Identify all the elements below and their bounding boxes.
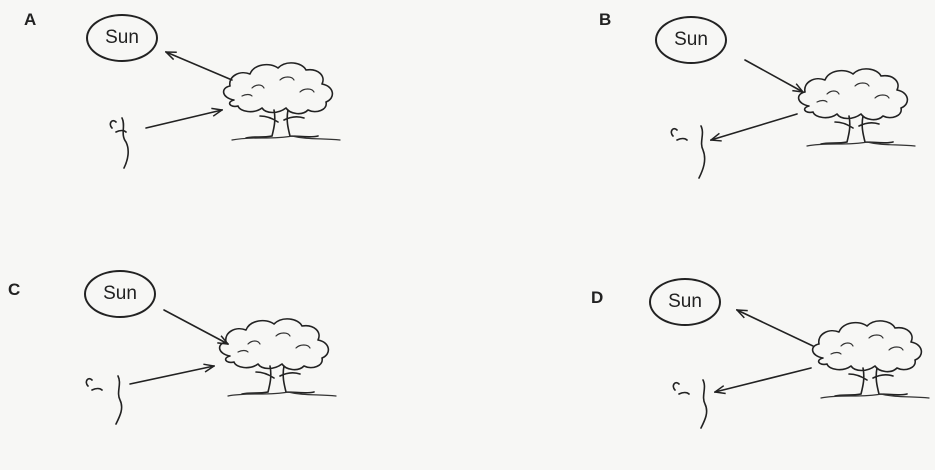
panel-a-drawing xyxy=(109,51,341,169)
panel-letter: A xyxy=(24,10,37,29)
panel-letter: D xyxy=(591,288,604,307)
tree-icon xyxy=(797,68,916,147)
sun-label: Sun xyxy=(103,283,137,304)
eye-icon xyxy=(670,125,706,179)
panel-letter: B xyxy=(599,10,612,29)
arrow-sun-to-tree xyxy=(163,309,228,344)
sun-label: Sun xyxy=(105,27,139,48)
sun-circle: Sun xyxy=(655,16,727,64)
panel-b: B Sun xyxy=(585,0,935,210)
panel-d: D Sun xyxy=(585,260,935,470)
panel-d-drawing xyxy=(672,260,930,429)
eye-icon xyxy=(672,379,708,429)
sun-circle: Sun xyxy=(86,14,158,62)
tree-icon xyxy=(222,62,341,141)
panel-b-drawing xyxy=(670,59,916,179)
arrow-tree-to-eye xyxy=(715,367,812,392)
sun-label: Sun xyxy=(668,291,702,312)
sun-label: Sun xyxy=(674,29,708,50)
panel-a: A Sun xyxy=(0,0,460,210)
panel-c-drawing xyxy=(85,309,337,425)
panel-c: C Sun xyxy=(0,260,460,470)
eye-icon xyxy=(85,375,123,425)
arrow-sun-to-tree xyxy=(744,59,803,92)
sun-circle: Sun xyxy=(649,278,721,326)
arrow-eye-to-tree xyxy=(145,110,222,129)
arrow-tree-to-eye xyxy=(711,113,798,140)
sun-circle: Sun xyxy=(84,270,156,318)
arrow-tree-to-sun xyxy=(737,310,814,347)
arrow-eye-to-tree xyxy=(129,366,214,385)
tree-icon xyxy=(218,318,337,397)
eye-icon xyxy=(109,117,129,169)
tree-icon xyxy=(811,320,930,399)
panel-letter: C xyxy=(8,280,21,299)
arrow-tree-to-sun xyxy=(166,51,233,81)
